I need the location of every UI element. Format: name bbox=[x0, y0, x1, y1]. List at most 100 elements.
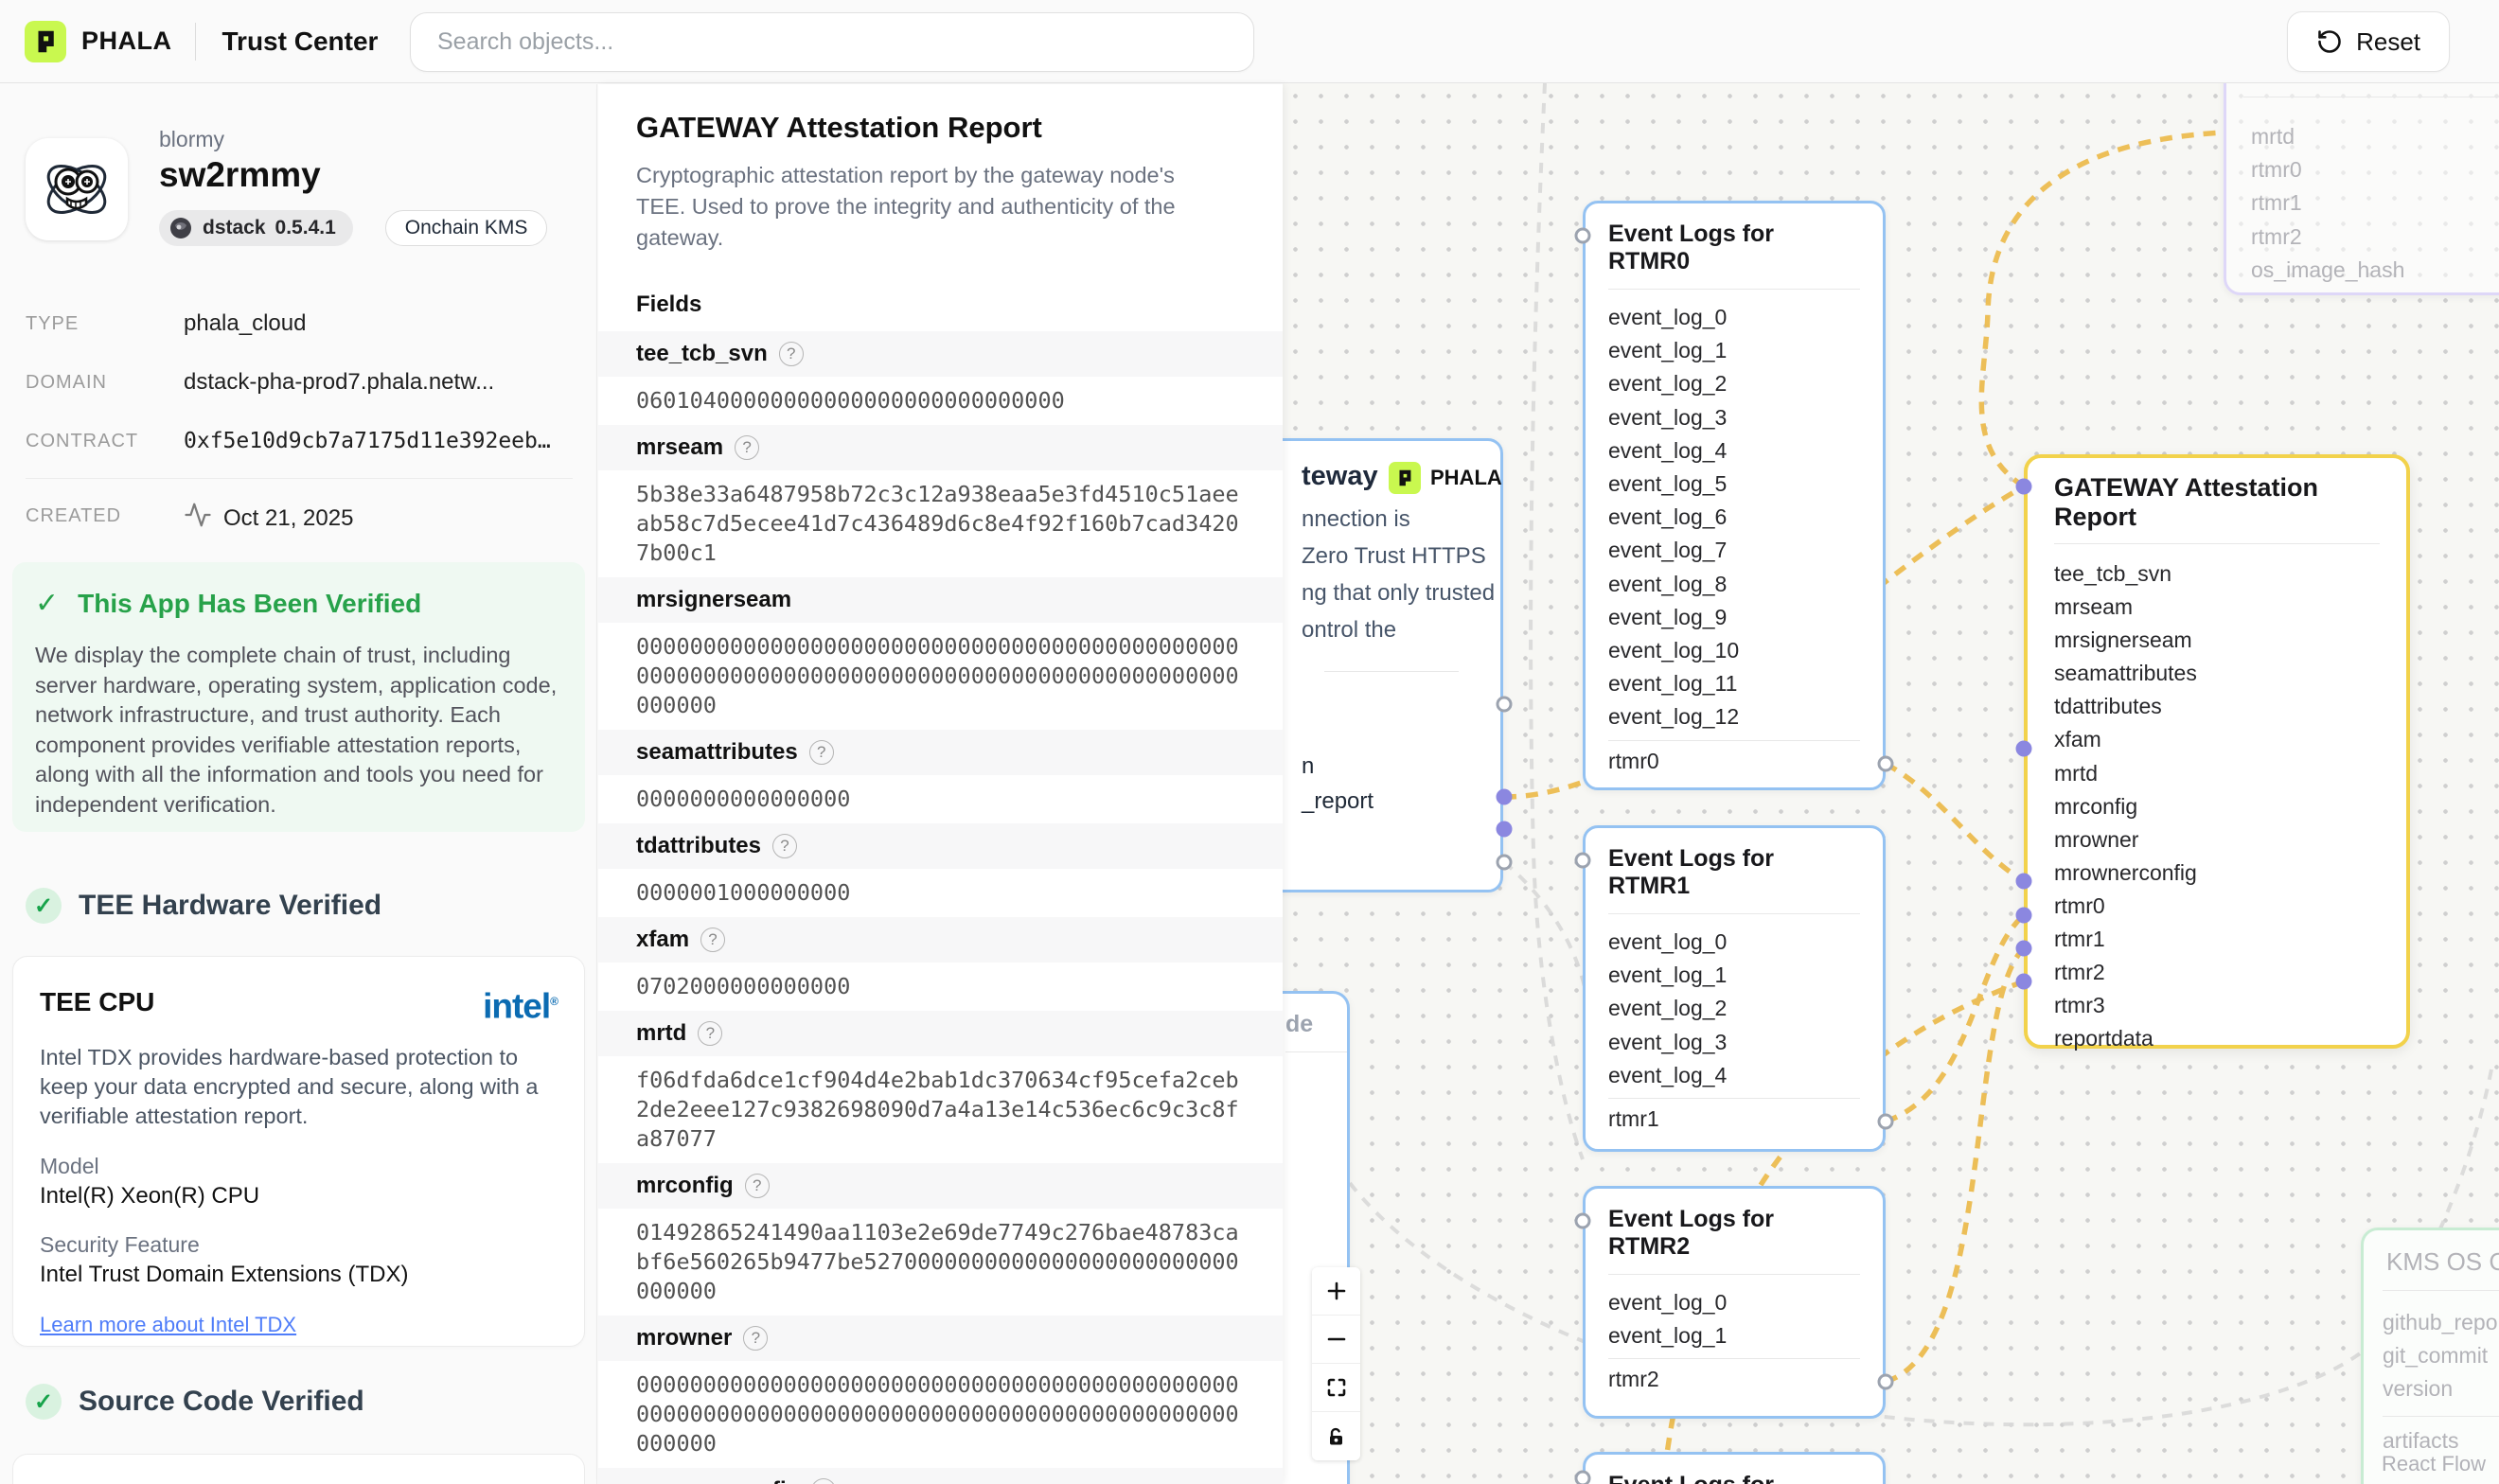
brand[interactable]: PHALA bbox=[25, 20, 172, 62]
reset-button[interactable]: Reset bbox=[2287, 11, 2450, 72]
tee-cpu-description: Intel TDX provides hardware-based protec… bbox=[40, 1045, 539, 1129]
node-field: xfam bbox=[2054, 727, 2101, 752]
event-logs-rtmr3-node[interactable]: Event Logs for RTMR3 bbox=[1583, 1452, 1886, 1484]
node-footer: artifacts bbox=[2383, 1427, 2459, 1453]
zoom-in-button[interactable] bbox=[1312, 1267, 1360, 1316]
help-icon[interactable]: ? bbox=[772, 834, 797, 858]
report-field: seamattributes ? 0000000000000000 bbox=[598, 730, 1283, 823]
field-value[interactable]: 0000000000000000000000000000000000000000… bbox=[636, 1371, 1239, 1457]
onchain-kms-badge[interactable]: Onchain KMS bbox=[384, 210, 548, 246]
node-footer: rtmr0 bbox=[1608, 748, 1659, 773]
topbar-divider bbox=[194, 22, 196, 61]
node-field: event_log_3 bbox=[1608, 1029, 1728, 1054]
field-value[interactable]: 0702000000000000 bbox=[636, 973, 851, 999]
search-input[interactable] bbox=[410, 12, 1254, 72]
field-name: xfam bbox=[636, 927, 690, 952]
node-handle[interactable] bbox=[1574, 852, 1591, 869]
phala-logo-icon bbox=[1389, 462, 1421, 494]
help-icon[interactable]: ? bbox=[778, 342, 804, 366]
source-code-section: ✓ Source Code Verified bbox=[26, 1384, 364, 1420]
lock-toggle-button[interactable] bbox=[1312, 1412, 1360, 1460]
brand-name: PHALA bbox=[81, 26, 172, 55]
node-handle-purple[interactable] bbox=[2015, 907, 2032, 924]
node-field: event_log_8 bbox=[1608, 571, 1728, 596]
node-handle-purple[interactable] bbox=[1496, 788, 1513, 805]
help-icon[interactable]: ? bbox=[743, 1326, 769, 1351]
help-icon[interactable]: ? bbox=[811, 1478, 837, 1484]
node-field: event_log_9 bbox=[1608, 604, 1728, 629]
field-name: mrownerconfig bbox=[636, 1477, 800, 1484]
node-field: event_log_1 bbox=[1608, 963, 1728, 988]
report-field: mrowner ? 000000000000000000000000000000… bbox=[598, 1316, 1283, 1468]
node-field: event_log_0 bbox=[1608, 1290, 1728, 1315]
node-field: rtmr3 bbox=[2054, 993, 2105, 1018]
field-value[interactable]: 5b38e33a6487958b72c3c12a938eaa5e3fd4510c… bbox=[636, 481, 1239, 566]
node-handle-purple[interactable] bbox=[2015, 740, 2032, 757]
node-handle-purple[interactable] bbox=[2015, 973, 2032, 990]
node-handle[interactable] bbox=[1877, 1113, 1894, 1130]
field-name: seamattributes bbox=[636, 739, 798, 765]
node-handle[interactable] bbox=[1574, 1212, 1591, 1229]
node-handle-purple[interactable] bbox=[2015, 940, 2032, 957]
node-handle[interactable] bbox=[1877, 1373, 1894, 1390]
cpu-security-feature: Intel Trust Domain Extensions (TDX) bbox=[40, 1262, 409, 1288]
zoom-out-button[interactable] bbox=[1312, 1316, 1360, 1364]
help-icon[interactable]: ? bbox=[744, 1174, 770, 1198]
node-handle-purple[interactable] bbox=[2015, 478, 2032, 495]
gateway-title-fragment: teway bbox=[1302, 461, 1378, 491]
report-field: mrconfig ? 01492865241490aa1103e2e69de77… bbox=[598, 1163, 1283, 1316]
help-icon[interactable]: ? bbox=[735, 435, 760, 460]
phala-logo-icon bbox=[25, 20, 66, 62]
node-field: rtmr1 bbox=[2251, 190, 2302, 216]
node-field: mrseam bbox=[2054, 594, 2134, 620]
help-icon[interactable]: ? bbox=[808, 740, 834, 765]
node-handle-purple[interactable] bbox=[2015, 873, 2032, 890]
node-field: mrtd bbox=[2251, 124, 2295, 149]
phala-badge: PHALA bbox=[1389, 462, 1502, 494]
fit-view-button[interactable] bbox=[1312, 1364, 1360, 1412]
field-value[interactable]: 01492865241490aa1103e2e69de7749c276bae48… bbox=[636, 1219, 1239, 1304]
field-value[interactable]: 06010400000000000000000000000000 bbox=[636, 387, 1065, 414]
help-icon[interactable]: ? bbox=[698, 1021, 723, 1046]
attestation-report-panel: GATEWAY Attestation Report Cryptographic… bbox=[598, 84, 1283, 1484]
field-value[interactable]: f06dfda6dce1cf904d4e2bab1dc370634cf95cef… bbox=[636, 1067, 1239, 1152]
dstack-version-badge[interactable]: dstack 0.5.4.1 bbox=[159, 210, 353, 246]
node-footer: rtmr1 bbox=[1608, 1106, 1659, 1132]
node-handle-purple[interactable] bbox=[1496, 821, 1513, 838]
field-name: tee_tcb_svn bbox=[636, 341, 768, 366]
app-meta: TYPE phala_cloud DOMAIN dstack-pha-prod7… bbox=[26, 294, 573, 545]
meta-row-type: TYPE phala_cloud bbox=[26, 310, 307, 336]
help-icon[interactable]: ? bbox=[700, 928, 726, 952]
check-circle-icon: ✓ bbox=[26, 888, 62, 924]
node-field: seamattributes bbox=[2054, 661, 2197, 686]
flow-controls bbox=[1312, 1267, 1360, 1460]
node-field: event_log_2 bbox=[1608, 996, 1728, 1021]
report-field: tdattributes ? 0000001000000000 bbox=[598, 823, 1283, 917]
react-flow-attribution[interactable]: React Flow bbox=[2381, 1452, 2486, 1475]
node-handle[interactable] bbox=[1574, 1470, 1591, 1484]
field-value[interactable]: 0000000000000000 bbox=[636, 786, 851, 812]
node-handle[interactable] bbox=[1574, 227, 1591, 244]
node-field: event_log_0 bbox=[1608, 305, 1728, 329]
node-field: event_log_1 bbox=[1608, 1323, 1728, 1349]
flow-canvas[interactable]: de teway PHALA nnection is Zero Trust HT… bbox=[1283, 83, 2499, 1484]
node-field: event_log_3 bbox=[1608, 404, 1728, 430]
field-value[interactable]: 0000001000000000 bbox=[636, 879, 851, 906]
app-name: sw2rmmy bbox=[159, 155, 321, 194]
gateway-node[interactable]: teway PHALA nnection is Zero Trust HTTPS… bbox=[1283, 438, 1503, 892]
field-value[interactable]: 0000000000000000000000000000000000000000… bbox=[636, 633, 1239, 718]
intel-tdx-link[interactable]: Learn more about Intel TDX bbox=[40, 1313, 297, 1337]
node-field: rtmr0 bbox=[2251, 157, 2302, 183]
node-handle[interactable] bbox=[1496, 854, 1513, 871]
node-handle[interactable] bbox=[1877, 755, 1894, 772]
report-title: GATEWAY Attestation Report bbox=[636, 111, 1042, 144]
field-name: mrconfig bbox=[636, 1173, 734, 1198]
node-handle[interactable] bbox=[1496, 696, 1513, 713]
node-field: event_log_5 bbox=[1608, 471, 1728, 497]
